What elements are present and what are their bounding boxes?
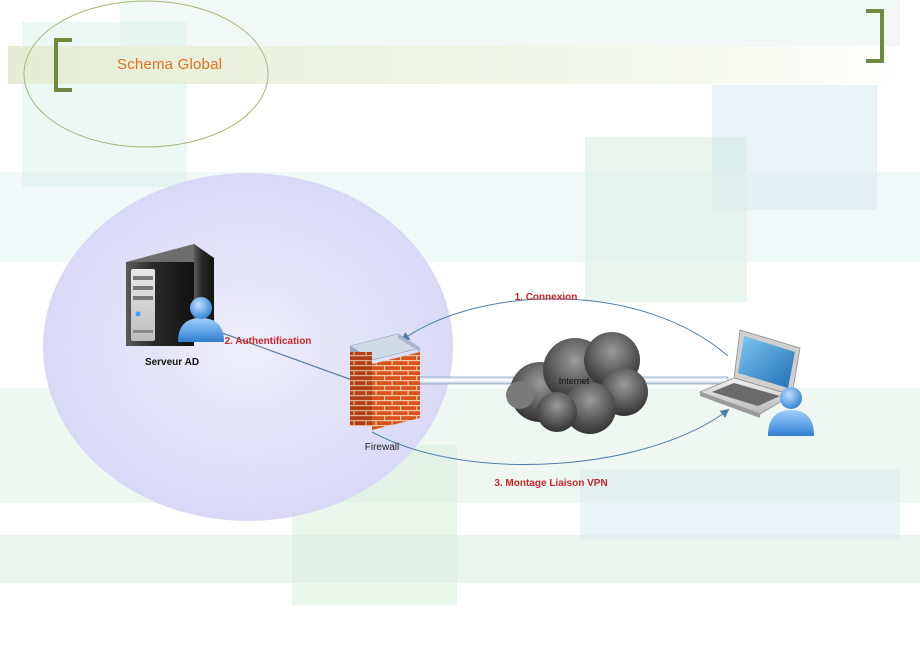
server-icon (126, 244, 214, 346)
pipe-firewall-internet (417, 376, 524, 385)
connexion-label: 1. Connexion (515, 292, 578, 303)
remote-user-icon (768, 387, 814, 436)
bg-block-right-2 (712, 85, 877, 210)
bg-block-band-3 (0, 535, 920, 583)
admin-user-icon (178, 297, 224, 342)
auth-link-line (213, 329, 353, 381)
bracket-right-decoration (866, 9, 884, 63)
internet-cloud-icon (506, 332, 648, 434)
header-ellipse (23, 0, 269, 148)
vpn-arrow (371, 408, 730, 465)
firewall-label: Firewall (365, 442, 399, 453)
internet-label: Internet (559, 376, 590, 386)
bg-block-top-band (120, 0, 900, 46)
vpn-label: 3. Montage Liaison VPN (494, 478, 607, 489)
server-label: Serveur AD (145, 357, 199, 368)
bg-block-bottom-right (580, 470, 900, 540)
connexion-arrow (400, 298, 729, 357)
title-bar (8, 46, 903, 84)
pipe-internet-laptop (639, 376, 729, 385)
laptop-icon (698, 329, 801, 418)
bracket-left-decoration (54, 38, 72, 92)
firewall-icon (349, 333, 421, 430)
page-title: Schema Global (117, 56, 223, 73)
authentification-label: 2. Authentification (225, 336, 312, 347)
